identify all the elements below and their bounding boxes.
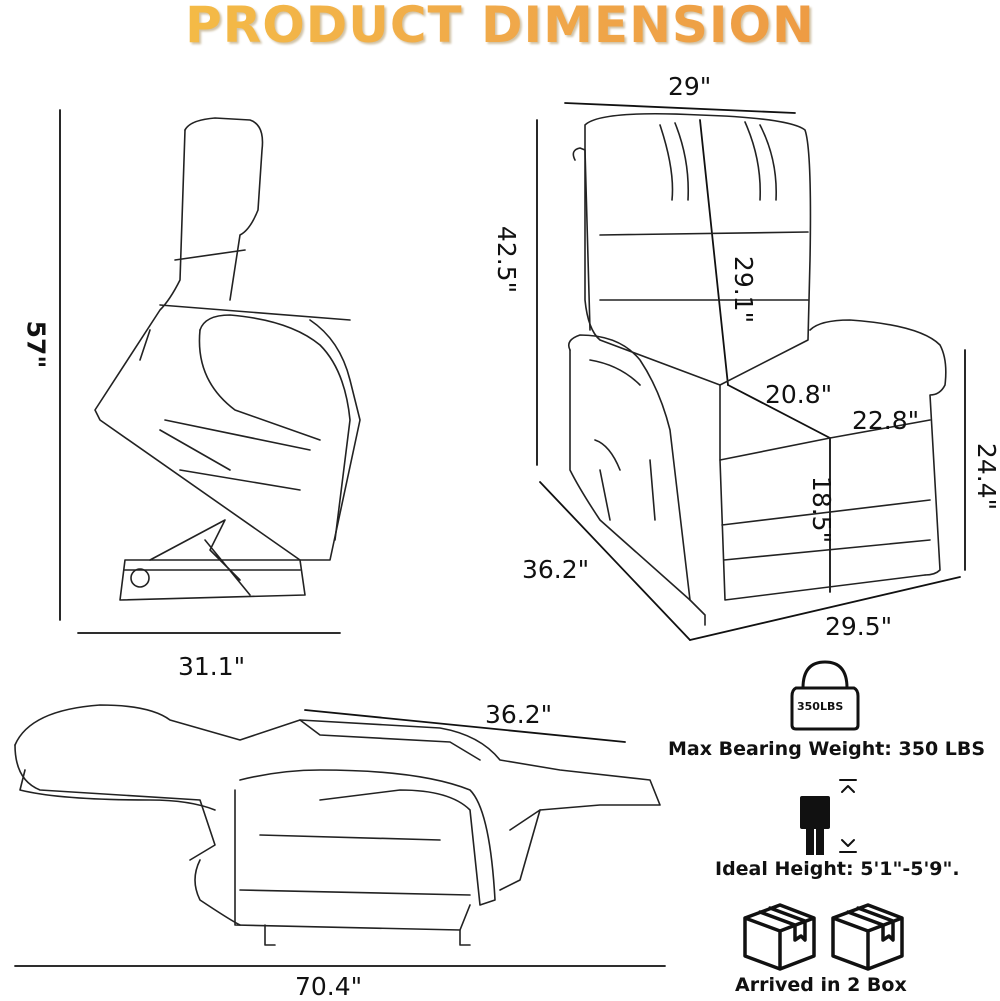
box-icon <box>831 903 904 971</box>
dim-base-width: 29.5" <box>825 612 893 641</box>
lift-view-chair <box>94 117 361 601</box>
dim-seat-height: 18.5" <box>807 475 837 544</box>
dimension-lines <box>14 102 966 967</box>
dim-front-width-top: 29" <box>668 72 712 101</box>
reclined-view-chair <box>14 704 661 946</box>
page-title: PRODUCT DIMENSION <box>0 0 1000 54</box>
dim-recline-arm-length: 36.2" <box>485 700 553 729</box>
dim-recline-length: 70.4" <box>295 972 363 1001</box>
weight-icon-label: 350LBS <box>797 700 844 713</box>
max-weight-text: Max Bearing Weight: 350 LBS <box>668 738 986 760</box>
dim-depth: 36.2" <box>522 555 590 584</box>
dim-lift-height: 57" <box>21 320 51 369</box>
dim-seat-width: 20.8" <box>765 380 833 409</box>
height-arrows-icon <box>839 779 857 853</box>
person-height-icon <box>800 796 830 855</box>
weight-icon <box>790 660 860 731</box>
dim-lift-depth: 31.1" <box>178 652 246 681</box>
box-icon <box>743 903 816 971</box>
boxes-text: Arrived in 2 Box <box>735 974 907 996</box>
front-view-chair <box>567 112 947 626</box>
dim-seat-depth: 22.8" <box>852 406 920 435</box>
dim-backrest-height: 29.1" <box>729 255 759 324</box>
dim-arm-height: 24.4" <box>972 442 1000 511</box>
dim-front-height: 42.5" <box>492 225 522 294</box>
ideal-height-text: Ideal Height: 5'1"-5'9". <box>715 858 960 880</box>
